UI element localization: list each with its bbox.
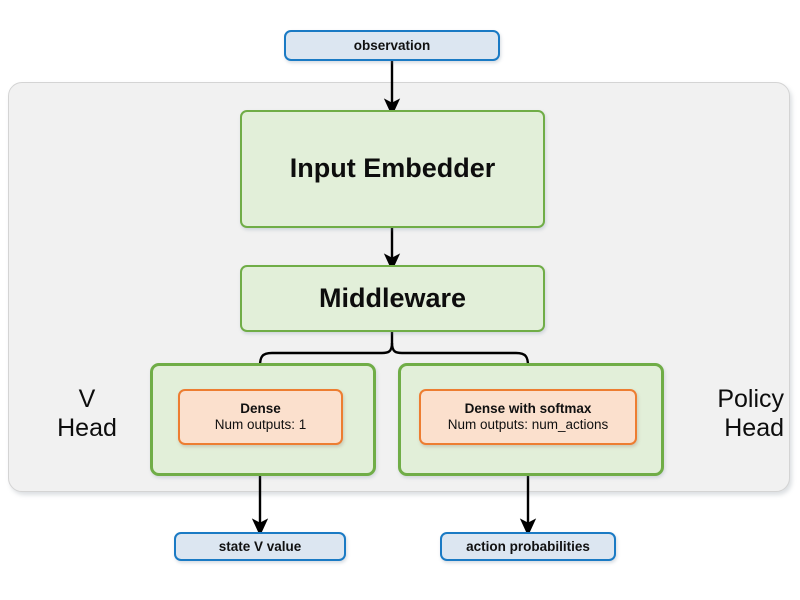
node-dense-policy[interactable]: Dense with softmax Num outputs: num_acti… — [419, 389, 637, 445]
label-v-head: V Head — [40, 385, 134, 443]
node-middleware-label: Middleware — [318, 282, 467, 313]
node-action-probabilities[interactable]: action probabilities — [440, 532, 616, 561]
node-observation[interactable]: observation — [284, 30, 500, 61]
node-input-embedder[interactable]: Input Embedder — [240, 110, 545, 228]
node-observation-label: observation — [353, 37, 431, 53]
node-state-v-value[interactable]: state V value — [174, 532, 346, 561]
label-policy-head-line1: Policy — [717, 385, 784, 413]
label-policy-head-line2: Head — [724, 413, 784, 442]
node-dense-policy-title: Dense with softmax — [464, 401, 592, 417]
node-dense-v[interactable]: Dense Num outputs: 1 — [178, 389, 343, 445]
node-input-embedder-label: Input Embedder — [289, 153, 496, 184]
node-middleware[interactable]: Middleware — [240, 265, 545, 332]
label-v-head-line2: Head — [57, 413, 117, 442]
node-state-v-value-label: state V value — [218, 538, 302, 554]
node-dense-v-title: Dense — [240, 401, 281, 417]
label-v-head-line1: V — [78, 385, 96, 413]
node-action-probabilities-label: action probabilities — [466, 538, 590, 554]
node-dense-policy-subtitle: Num outputs: num_actions — [447, 417, 609, 432]
node-dense-v-subtitle: Num outputs: 1 — [214, 417, 307, 432]
label-policy-head: Policy Head — [664, 385, 784, 443]
